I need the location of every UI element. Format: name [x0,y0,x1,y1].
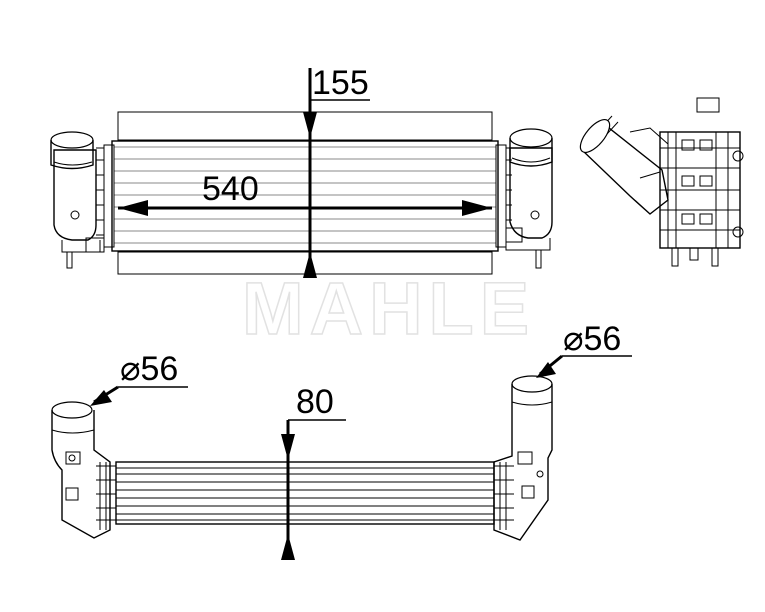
front-core [111,140,499,252]
dim-80-line [281,419,346,560]
top-core-tubes [116,467,494,521]
front-right-rail [495,144,507,248]
dim-540-line [118,200,492,216]
front-left-inlet [50,131,105,269]
top-view: 80 ⌀56 ⌀56 [51,320,632,560]
side-view [579,97,744,267]
front-left-rail [103,144,115,248]
top-right-inlet [493,375,553,541]
top-core [115,461,495,525]
front-right-inlet [505,128,553,269]
dim-155-line [303,68,370,278]
mahle-watermark: MAHLE [242,267,535,350]
dim-pipe-right-leader [536,354,632,378]
dim-pipe-right-label: ⌀56 [563,320,621,358]
front-view: 155 540 [50,64,553,278]
dim-pipe-left-leader [90,385,188,406]
dim-pipe-left-label: ⌀56 [120,350,178,388]
dim-540-label: 540 [202,170,259,208]
dim-80-label: 80 [296,383,334,421]
dim-155-label: 155 [312,64,369,102]
front-core-fins [114,146,496,244]
top-left-inlet [51,401,116,539]
